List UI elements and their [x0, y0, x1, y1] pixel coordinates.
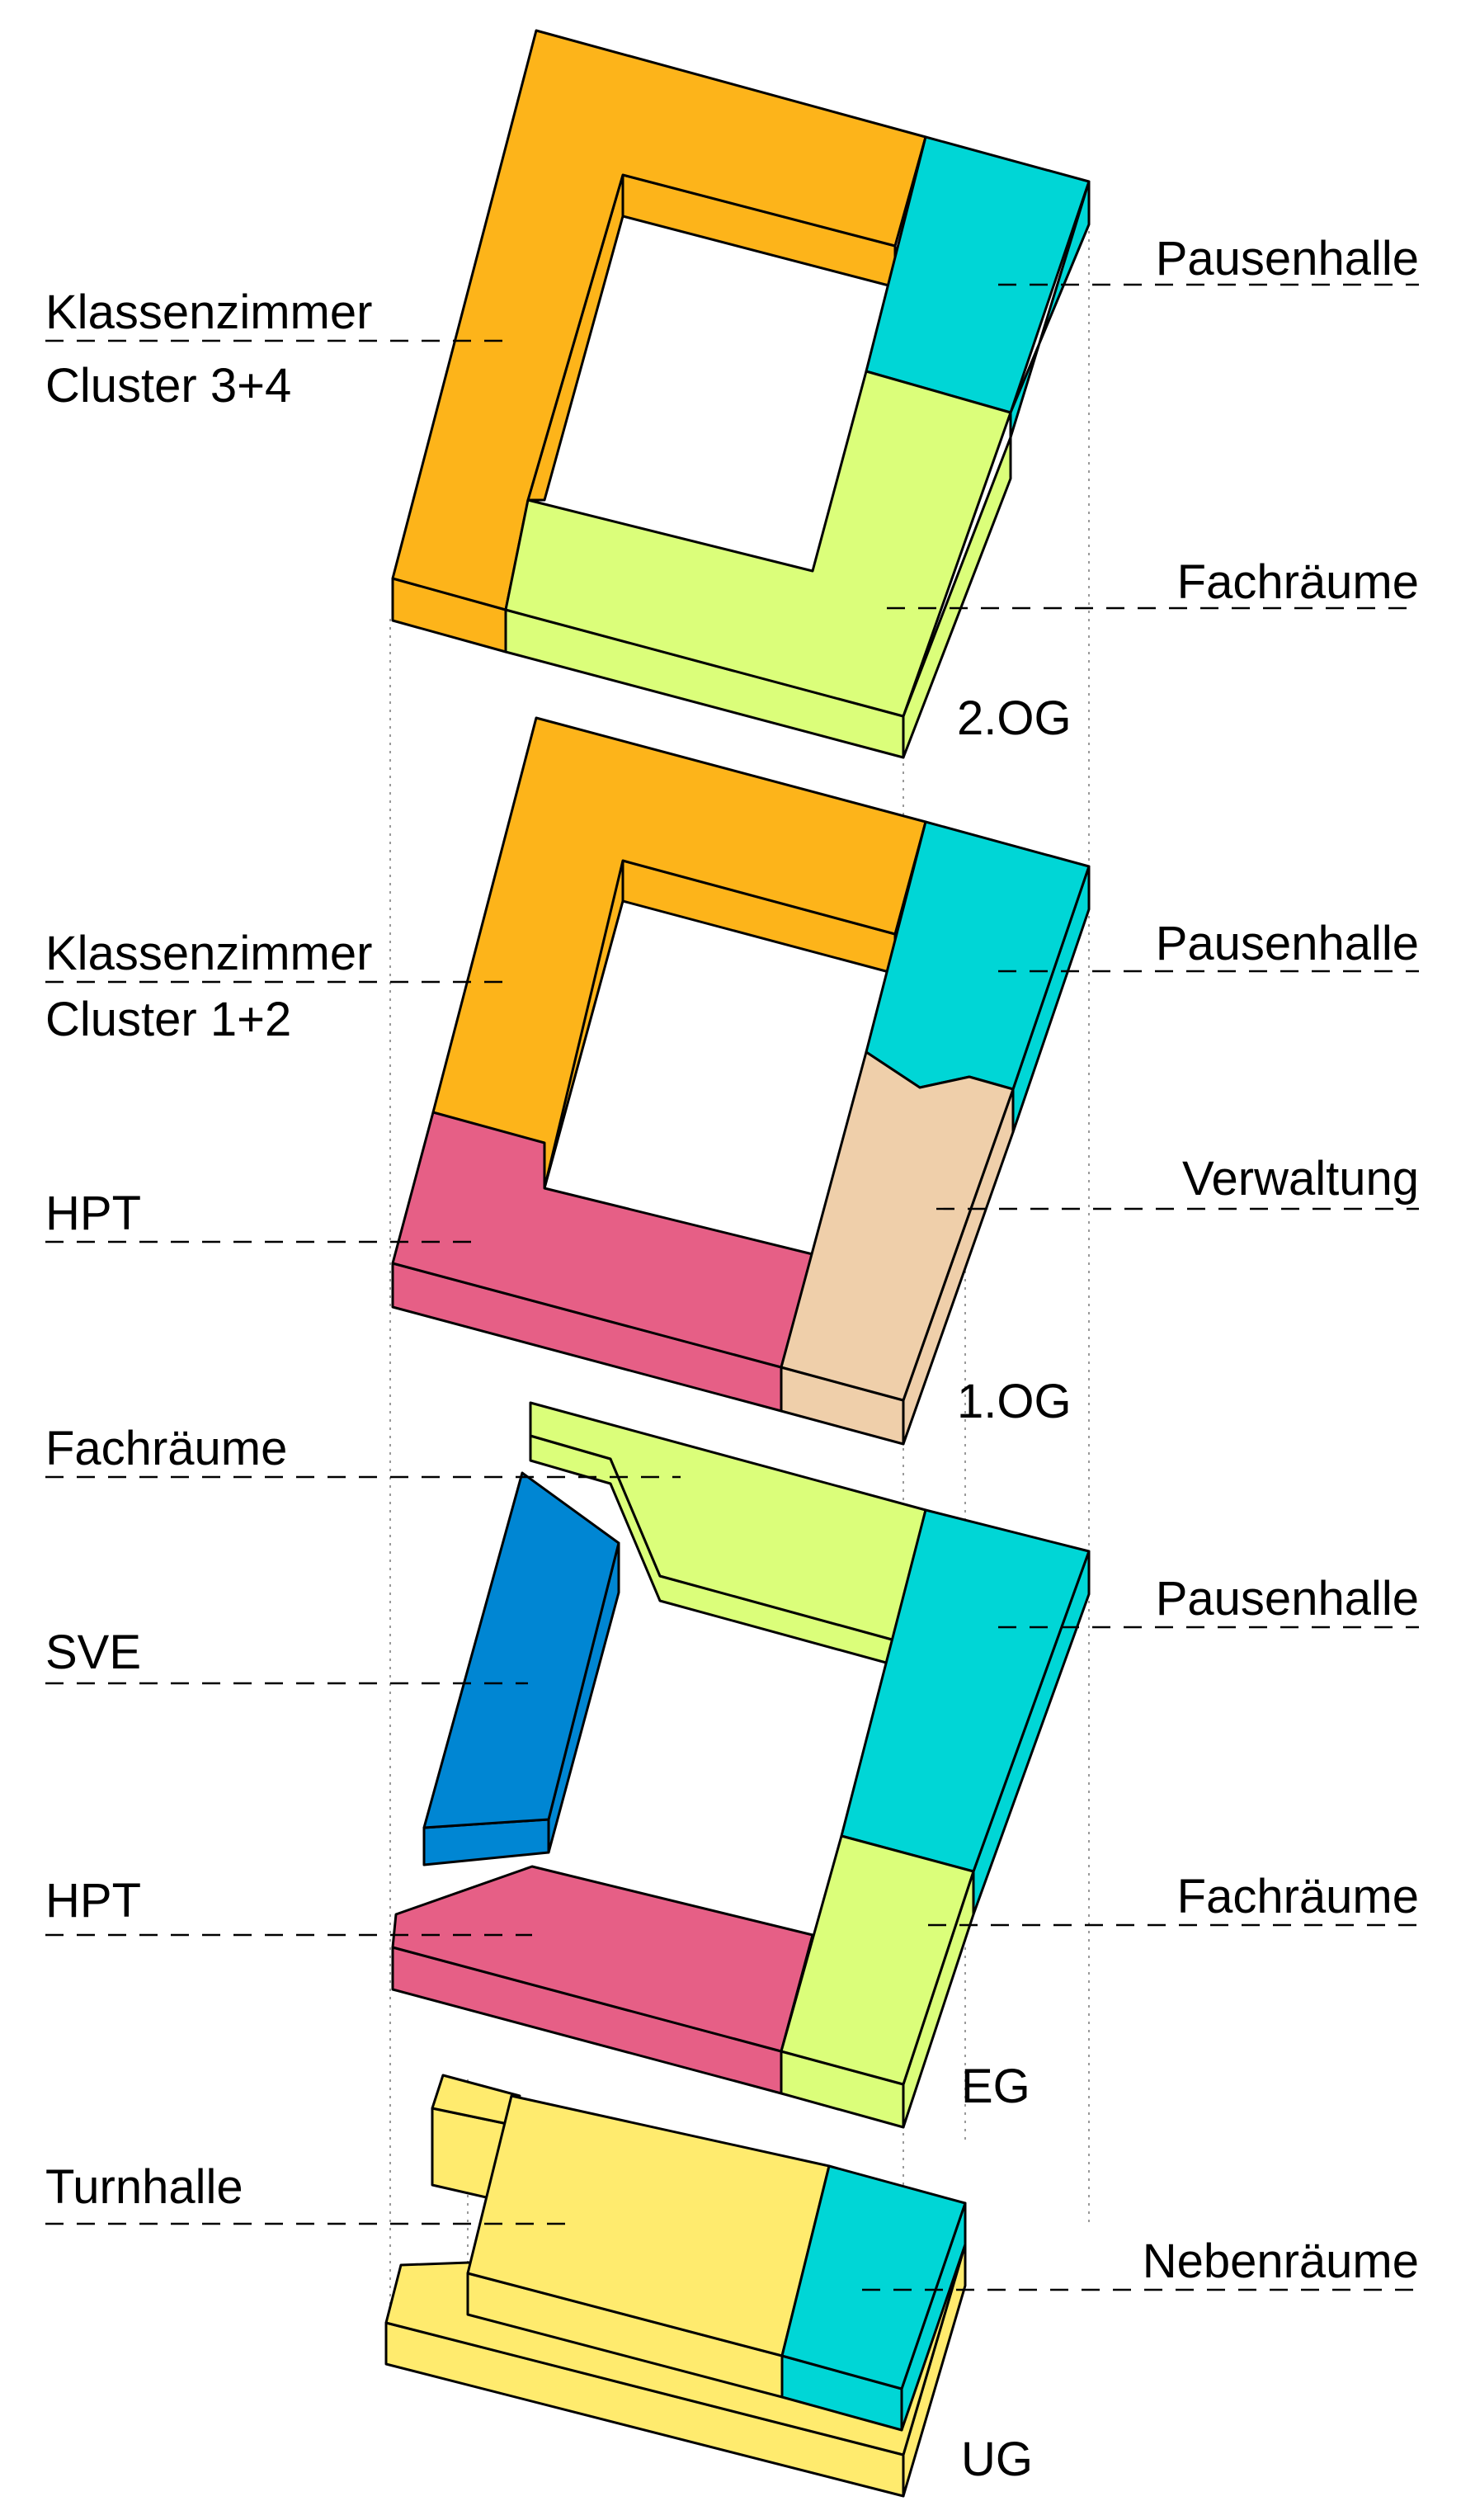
label-eg-hpt: HPT	[45, 1874, 141, 1928]
label-eg-pausenhalle: Pausenhalle	[1156, 1572, 1419, 1626]
label-og1-pausenhalle: Pausenhalle	[1156, 917, 1419, 970]
label-og1-verwaltung: Verwaltung	[1182, 1152, 1419, 1206]
level-ug	[384, 2074, 967, 2498]
label-eg-sve: SVE	[45, 1626, 141, 1679]
label-og2-fachraeume: Fachräume	[1177, 555, 1419, 609]
level-eg	[391, 1401, 1091, 2129]
label-og2-klassen-line1: Klassenzimmer	[45, 286, 372, 339]
og1-beige-top	[780, 1050, 1015, 1402]
level-2og	[391, 29, 1091, 759]
og2-lime-right-side	[902, 436, 1012, 759]
label-eg-fachraeume-right: Fachräume	[1177, 1870, 1419, 1923]
label-og1-hpt: HPT	[45, 1187, 141, 1240]
level-label-2og: 2.OG	[957, 691, 1072, 745]
label-eg-fachraeume: Fachräume	[45, 1422, 287, 1475]
label-og2-klassen-line2: Cluster 3+4	[45, 359, 291, 413]
leader-lines	[45, 283, 1419, 2291]
label-ug-turnhalle: Turnhalle	[45, 2160, 243, 2214]
level-label-eg: EG	[961, 2060, 1030, 2113]
label-ug-nebenraeume: Nebenräume	[1143, 2234, 1419, 2288]
label-og1-klassen-line1: Klassenzimmer	[45, 927, 372, 980]
og2-lime-top	[504, 370, 1012, 718]
label-og2-pausenhalle: Pausenhalle	[1156, 232, 1419, 286]
og2-cyan-right-side	[1009, 180, 1091, 439]
label-og1-klassen-line2: Cluster 1+2	[45, 993, 291, 1046]
eg-sve-top	[422, 1471, 620, 1829]
level-1og	[391, 716, 1091, 1446]
level-label-ug: UG	[961, 2433, 1033, 2486]
eg-lime-top	[780, 1834, 975, 2086]
ug-cyan-top	[780, 2164, 967, 2390]
level-label-1og: 1.OG	[957, 1375, 1072, 1428]
labels: Klassenzimmer Cluster 3+4 Pausenhalle Fa…	[45, 232, 1419, 2486]
